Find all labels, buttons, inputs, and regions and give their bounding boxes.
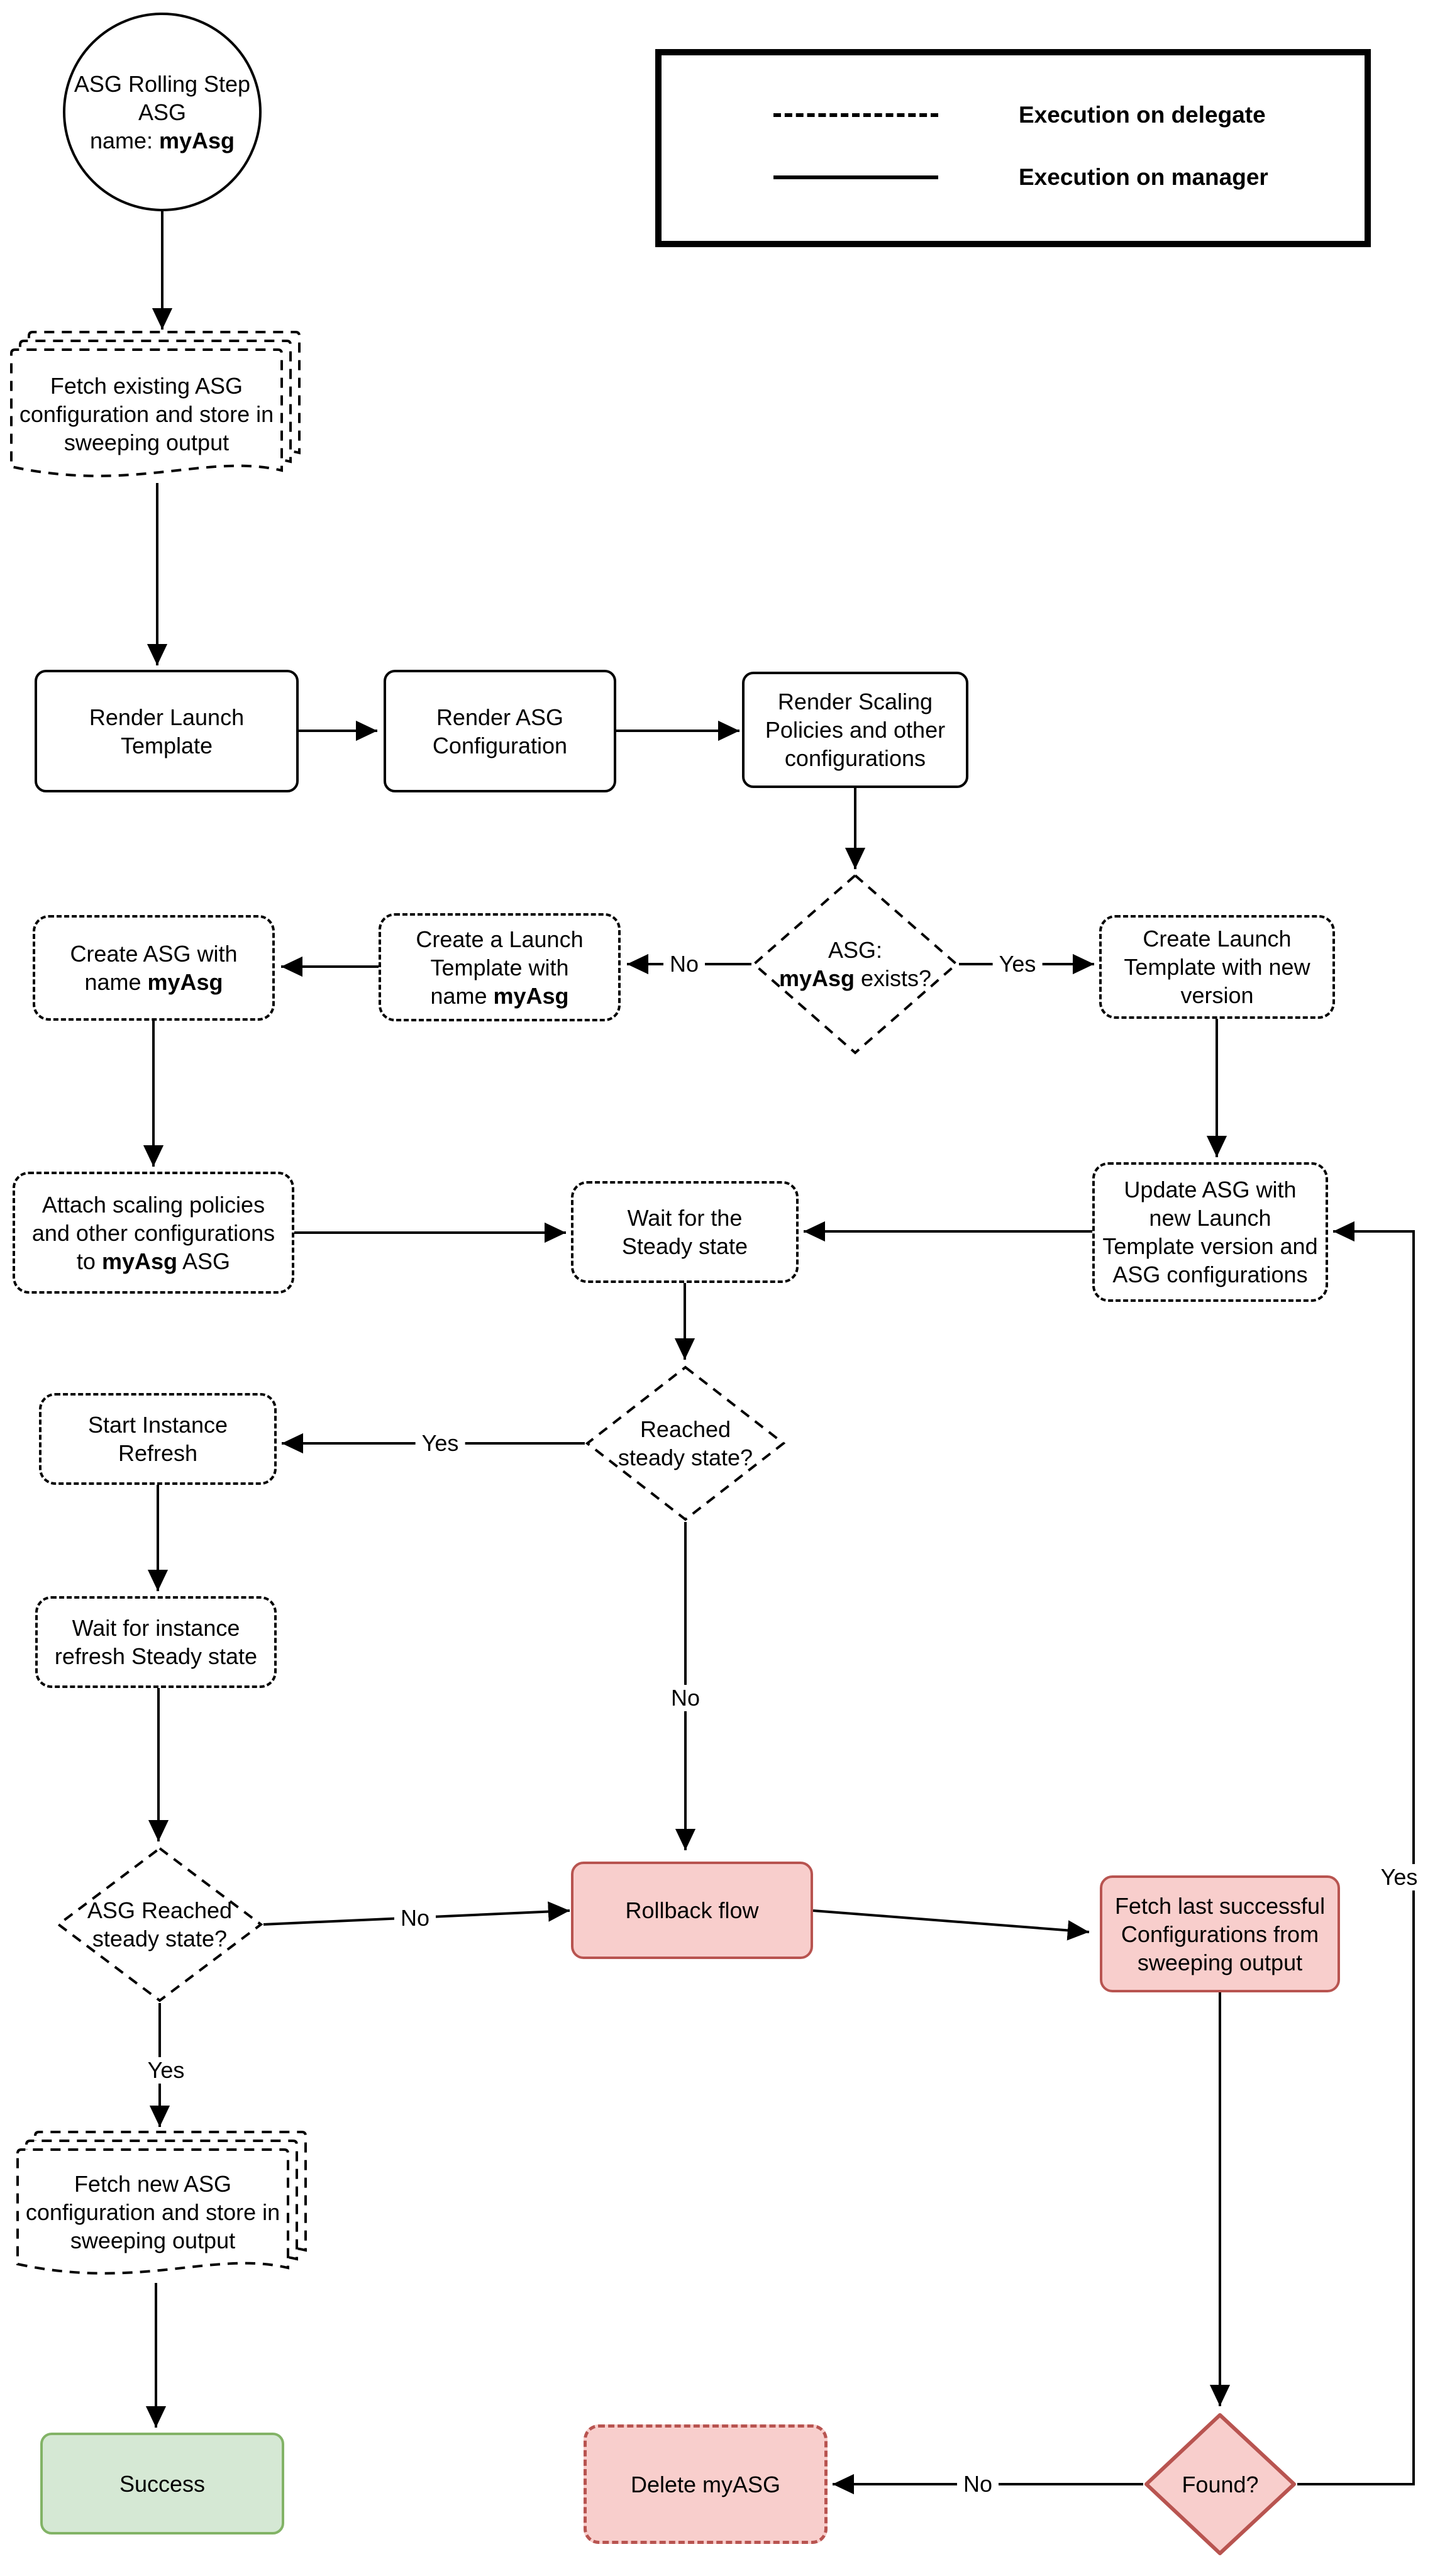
edge-label-reached-steady-yes: Yes xyxy=(415,1430,465,1457)
edge-label-reached-steady-no: No xyxy=(664,1685,707,1711)
node-render-asg-configuration: Render ASG Configuration xyxy=(384,670,616,792)
node-label: ASG Reached steady state? xyxy=(87,1897,233,1951)
node-label: Fetch existing ASG configuration and sto… xyxy=(19,372,274,455)
node-label: Rollback flow xyxy=(625,1897,759,1923)
node-label: Fetch new ASG configuration and store in… xyxy=(25,2171,280,2253)
node-label: Render Launch Template xyxy=(89,704,245,758)
diamond-shape xyxy=(585,1365,786,1521)
legend-row-delegate: Execution on delegate xyxy=(773,101,1266,129)
legend-row-manager: Execution on manager xyxy=(773,164,1268,191)
edge-label-found-yes: Yes xyxy=(1374,1864,1424,1890)
node-fetch-existing-config: Fetch existing ASG configuration and sto… xyxy=(6,324,308,506)
node-label: Update ASG with new Launch Template vers… xyxy=(1102,1177,1318,1287)
node-start-instance-refresh: Start Instance Refresh xyxy=(39,1393,277,1485)
dashed-line-icon xyxy=(773,113,938,117)
decision-asg-reached-steady-state: ASG Reached steady state? xyxy=(56,1846,263,2003)
node-label: Fetch last successful Configurations fro… xyxy=(1114,1892,1326,1975)
edge-label-found-no: No xyxy=(956,2471,999,2497)
legend-manager-label: Execution on manager xyxy=(1019,164,1268,190)
node-attach-scaling-policies: Attach scaling policies and other config… xyxy=(13,1172,294,1294)
document-stack-icon xyxy=(10,331,301,477)
edge-label-asg-exists-no: No xyxy=(663,951,706,977)
node-label: Render ASG Configuration xyxy=(432,704,568,758)
node-label: Create a Launch Template with name myAsg xyxy=(416,926,584,1009)
node-label: Reached steady state? xyxy=(618,1416,753,1470)
node-label: Success xyxy=(119,2470,206,2497)
decision-reached-steady-state: Reached steady state? xyxy=(585,1365,786,1522)
node-label: Create Launch Template with new version xyxy=(1124,926,1310,1008)
diamond-shape xyxy=(56,1846,263,2002)
node-create-launch-template-named: Create a Launch Template with name myAsg xyxy=(379,913,621,1021)
node-label: Attach scaling policies and other config… xyxy=(31,1191,275,1274)
legend-delegate-label: Execution on delegate xyxy=(1019,102,1266,128)
node-update-asg: Update ASG with new Launch Template vers… xyxy=(1092,1162,1328,1302)
node-success: Success xyxy=(40,2433,284,2534)
legend: Execution on delegate Execution on manag… xyxy=(655,49,1371,247)
edge-label-asg-reached-no: No xyxy=(394,1905,436,1931)
node-fetch-last-successful-config: Fetch last successful Configurations fro… xyxy=(1100,1875,1340,1992)
node-delete-myasg: Delete myASG xyxy=(584,2424,828,2544)
diamond-shape xyxy=(751,874,959,1055)
node-start: ASG Rolling Step ASG name: myAsg xyxy=(63,13,262,211)
node-wait-steady-state: Wait for the Steady state xyxy=(571,1181,799,1283)
diamond-shape xyxy=(1144,2413,1296,2555)
document-stack-icon xyxy=(16,2131,307,2275)
node-label: ASG Rolling Step ASG name: myAsg xyxy=(74,70,251,153)
decision-asg-exists: ASG: myAsg exists? xyxy=(751,873,959,1055)
node-create-asg: Create ASG with name myAsg xyxy=(33,915,275,1021)
node-label: Found? xyxy=(1182,2471,1259,2497)
edge-label-asg-reached-yes: Yes xyxy=(141,2057,191,2084)
node-create-launch-template-new-version: Create Launch Template with new version xyxy=(1099,915,1335,1019)
decision-found: Found? xyxy=(1143,2412,1297,2557)
node-label: Wait for the Steady state xyxy=(621,1205,748,1259)
node-label: Delete myASG xyxy=(630,2471,781,2497)
node-label: Start Instance Refresh xyxy=(87,1412,228,1466)
node-label: Render Scaling Policies and other config… xyxy=(765,689,946,771)
node-fetch-new-asg-config: Fetch new ASG configuration and store in… xyxy=(13,2124,314,2306)
node-label: Wait for instance refresh Steady state xyxy=(54,1615,258,1669)
node-rollback-flow: Rollback flow xyxy=(571,1862,813,1959)
node-render-launch-template: Render Launch Template xyxy=(35,670,299,792)
solid-line-icon xyxy=(773,175,938,179)
node-render-scaling-policies: Render Scaling Policies and other config… xyxy=(742,672,968,788)
node-wait-instance-refresh-steady: Wait for instance refresh Steady state xyxy=(35,1596,277,1688)
node-label: ASG: myAsg exists? xyxy=(778,937,932,991)
node-label: Create ASG with name myAsg xyxy=(70,941,238,995)
edge-label-asg-exists-yes: Yes xyxy=(992,951,1043,977)
